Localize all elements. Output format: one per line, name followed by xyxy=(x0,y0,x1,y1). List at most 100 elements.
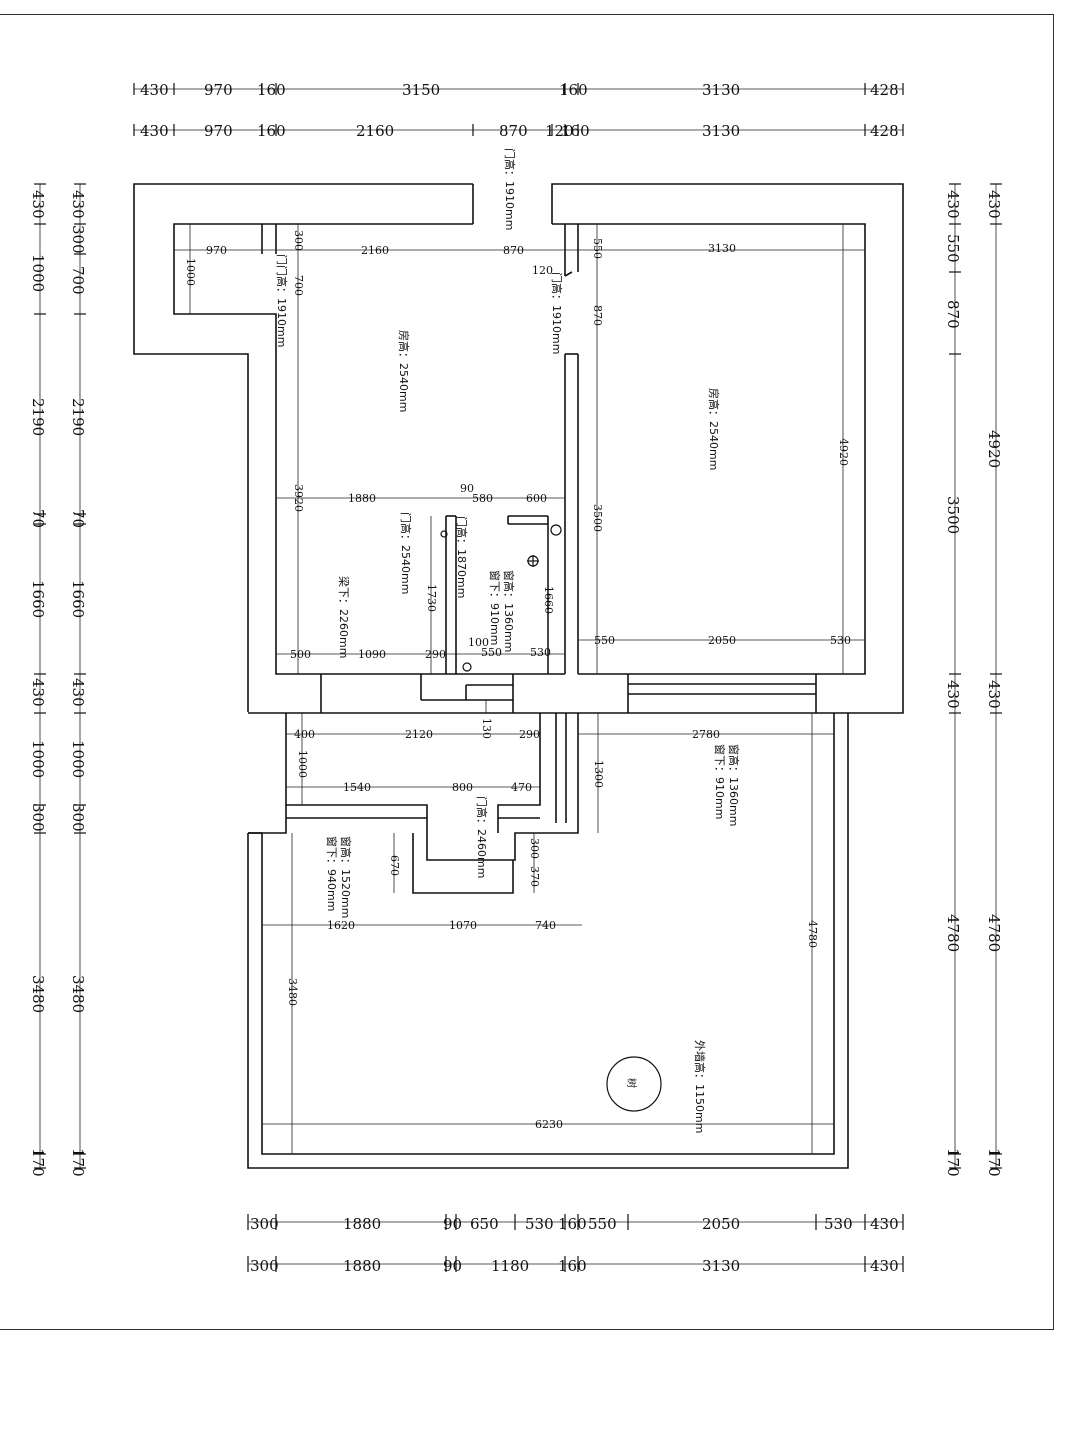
dim-left2-1: 300 xyxy=(69,225,87,254)
dim-1880: 1880 xyxy=(348,492,376,505)
dim-top2-8: 428 xyxy=(870,122,899,140)
note-door-top: 门高：1910mm xyxy=(503,148,517,230)
dim-1300: 1300 xyxy=(592,760,605,788)
wall-outer-top-right xyxy=(551,183,904,714)
dim-400: 400 xyxy=(294,728,315,741)
dim-left1-6: 1000 xyxy=(29,740,47,778)
dim-right1-5: 4780 xyxy=(944,914,962,952)
dim-670: 670 xyxy=(388,855,401,876)
dim-bot1-8: 530 xyxy=(824,1215,853,1233)
dim-550c: 550 xyxy=(594,634,615,647)
dim-top2-2: 160 xyxy=(257,122,286,140)
dim-left2-7: 1000 xyxy=(69,740,87,778)
dim-bot2-5: 3130 xyxy=(702,1257,740,1275)
dim-left1-7: 300 xyxy=(29,803,47,832)
wall-yard-outer xyxy=(247,713,849,1169)
dim-left2-10: 170 xyxy=(69,1148,87,1177)
wall-outer-top-left xyxy=(133,183,473,712)
dimension-labels: 430 970 160 3150 160 3130 428 430 970 16… xyxy=(29,81,1003,1275)
dim-100: 100 xyxy=(468,636,489,649)
wall-inner-top-left xyxy=(173,223,565,675)
wall-yard-inner xyxy=(261,713,835,1155)
dim-600: 600 xyxy=(526,492,547,505)
note-window-1360b: 窗高：1360mm xyxy=(727,744,741,826)
dimension-lines xyxy=(39,88,997,1265)
tree-symbol xyxy=(606,1056,662,1112)
dim-90: 90 xyxy=(460,482,474,495)
dim-left1-9: 170 xyxy=(29,1148,47,1177)
dim-550b: 550 xyxy=(481,646,502,659)
dim-right2-2: 430 xyxy=(985,680,1003,709)
dim-top2-5: 120 xyxy=(545,122,574,140)
dim-800: 800 xyxy=(452,781,473,794)
note-door-2540: 门高：2540mm xyxy=(399,512,413,594)
note-room-height-right: 房高：2540mm xyxy=(707,388,721,470)
dim-right1-0: 430 xyxy=(944,190,962,219)
note-window-910a: 窗下：910mm xyxy=(488,570,502,645)
wall-inner-top-right xyxy=(552,223,866,675)
dim-top1-5: 3130 xyxy=(702,81,740,99)
dim-3500: 3500 xyxy=(591,504,604,532)
note-door-2460: 门高：2460mm xyxy=(475,796,489,878)
dim-1660: 1660 xyxy=(542,586,555,614)
note-window-1520: 窗高：1520mm xyxy=(339,836,353,918)
dim-870v: 870 xyxy=(591,305,604,326)
dim-left2-3: 2190 xyxy=(69,398,87,436)
dim-2050: 2050 xyxy=(708,634,736,647)
dim-left2-5: 1660 xyxy=(69,580,87,618)
note-window-940: 窗下：940mm xyxy=(325,836,339,911)
note-room-height-left: 房高：2540mm xyxy=(397,330,411,412)
dim-top1-2: 160 xyxy=(257,81,286,99)
dim-470: 470 xyxy=(511,781,532,794)
dim-top2-1: 970 xyxy=(204,122,233,140)
dim-left1-4: 1660 xyxy=(29,580,47,618)
drain-symbol xyxy=(550,524,562,536)
dim-530b: 530 xyxy=(830,634,851,647)
dim-left1-2: 2190 xyxy=(29,398,47,436)
dim-2780: 2780 xyxy=(692,728,720,741)
walls xyxy=(133,183,904,1169)
dim-3480: 3480 xyxy=(286,978,299,1006)
dim-bot1-2: 90 xyxy=(443,1215,462,1233)
dim-bot1-6: 550 xyxy=(588,1215,617,1233)
dim-970: 970 xyxy=(206,244,227,257)
dim-740: 740 xyxy=(535,919,556,932)
dim-290: 290 xyxy=(425,648,446,661)
dim-right2-0: 430 xyxy=(985,190,1003,219)
dim-right1-4: 430 xyxy=(944,680,962,709)
dim-bot2-6: 430 xyxy=(870,1257,899,1275)
dim-left2-2: 700 xyxy=(69,266,87,295)
dim-left2-0: 430 xyxy=(69,190,87,219)
dim-580: 580 xyxy=(472,492,493,505)
dim-left1-8: 3480 xyxy=(29,975,47,1013)
dim-top2-4: 870 xyxy=(499,122,528,140)
note-exterior-wall: 外墙高：1150mm xyxy=(693,1040,707,1133)
dim-top2-6: 160 xyxy=(561,122,590,140)
dim-top2-0: 430 xyxy=(140,122,169,140)
dim-4920: 4920 xyxy=(837,438,850,466)
dim-1070: 1070 xyxy=(449,919,477,932)
dim-left2-4: 70 xyxy=(69,509,87,528)
drawing-frame xyxy=(0,14,1054,1330)
note-beam-2260: 梁下：2260mm xyxy=(337,576,351,658)
dimension-ticks xyxy=(34,83,1002,1272)
note-window-910b: 窗下：910mm xyxy=(713,744,727,819)
dim-3130: 3130 xyxy=(708,242,736,255)
dim-bot2-4: 160 xyxy=(558,1257,587,1275)
dim-bot1-1: 1880 xyxy=(343,1215,381,1233)
dim-bot1-4: 530 xyxy=(525,1215,554,1233)
dim-370: 370 xyxy=(528,866,541,887)
dim-right1-3: 3500 xyxy=(944,496,962,534)
dim-2120: 2120 xyxy=(405,728,433,741)
dim-right1-1: 550 xyxy=(944,234,962,263)
dim-550: 550 xyxy=(591,238,604,259)
dim-2160: 2160 xyxy=(361,244,389,257)
dim-bot1-5: 160 xyxy=(558,1215,587,1233)
note-door-1870: 门高：1870mm xyxy=(455,516,469,598)
dim-right2-1: 4920 xyxy=(985,430,1003,468)
dim-left2-9: 3480 xyxy=(69,975,87,1013)
note-door-left: 门门高：1910mm xyxy=(275,254,289,347)
dim-left1-0: 430 xyxy=(29,190,47,219)
dim-300b: 300 xyxy=(528,838,541,859)
dim-top1-3: 3150 xyxy=(402,81,440,99)
